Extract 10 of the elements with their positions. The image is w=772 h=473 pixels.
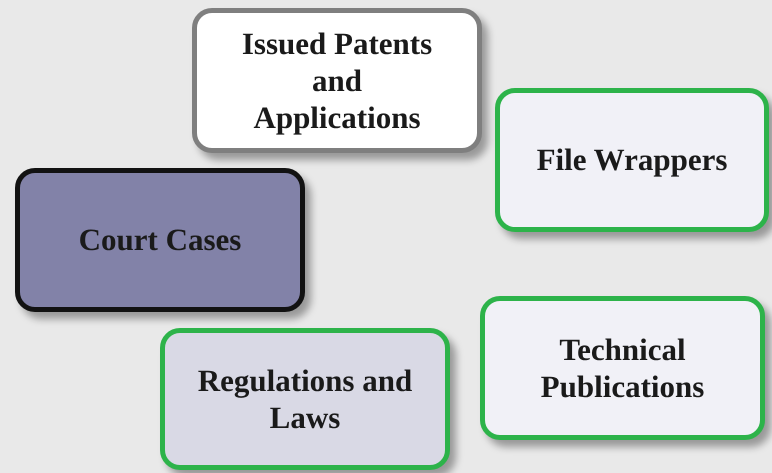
box-label: Issued Patents and Applications: [240, 24, 434, 136]
box-label: Technical Publications: [540, 330, 706, 406]
box-label: Regulations and Laws: [196, 362, 414, 436]
rounded-box: [15, 168, 305, 312]
rounded-box: [480, 296, 765, 440]
rounded-box: [160, 328, 450, 470]
box-label: File Wrappers: [536, 141, 728, 179]
box-label: Court Cases: [78, 221, 242, 259]
rounded-box: [495, 88, 769, 232]
rounded-box: [192, 8, 482, 153]
